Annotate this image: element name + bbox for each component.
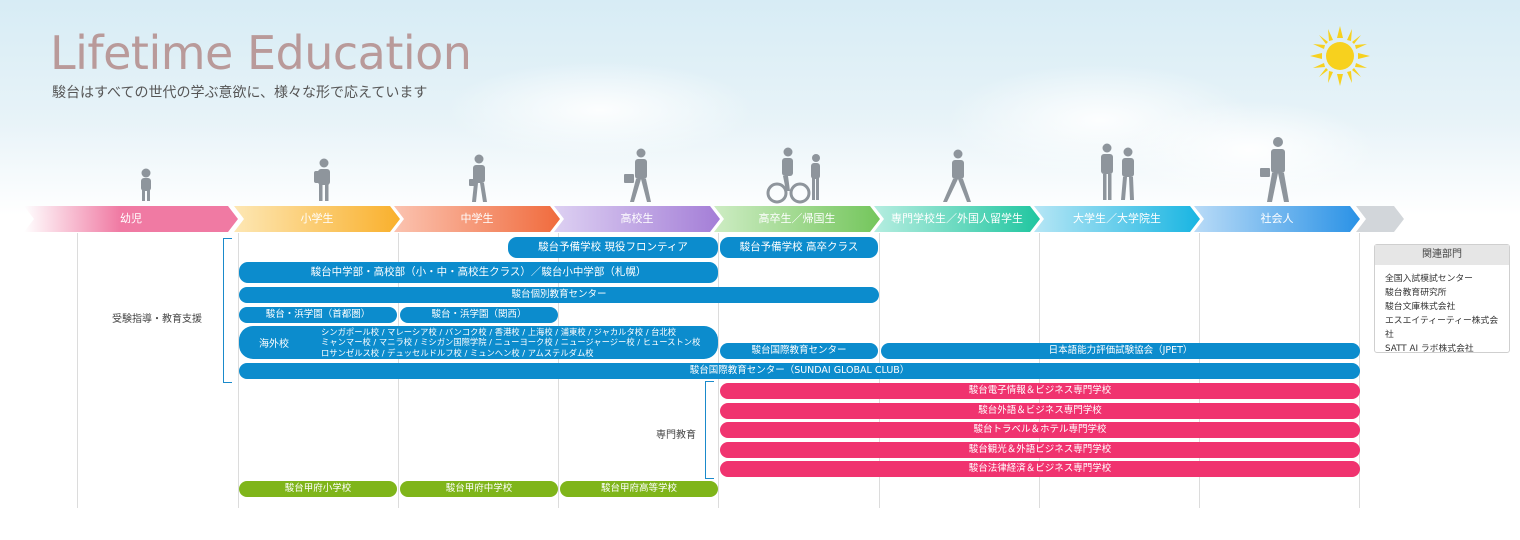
bar-vocational-2[interactable]: 駿台外語＆ビジネス専門学校 <box>720 403 1360 419</box>
high-school-silhouette <box>624 148 651 202</box>
category-vocational: 専門教育 <box>656 430 696 441</box>
stage-end-arrow <box>1356 206 1404 232</box>
page-title: Lifetime Education <box>50 26 472 80</box>
child-silhouette <box>314 158 330 201</box>
bar-vocational-5[interactable]: 駿台法律経済＆ビジネス専門学校 <box>720 461 1360 477</box>
walker-silhouette <box>943 149 971 202</box>
bar-graduate-class[interactable]: 駿台予備学校 高卒クラス <box>720 237 878 258</box>
stage-junior-high: 中学生 <box>394 206 560 232</box>
bar-hamagaku-shutoken[interactable]: 駿台・浜学園（首都圏） <box>239 307 397 323</box>
bar-junior-senior[interactable]: 駿台中学部・高校部（小・中・高校生クラス）／駿台小中学部（札幌） <box>239 262 718 283</box>
related-item[interactable]: 全国入試模試センター <box>1385 274 1473 284</box>
bar-vocational-3[interactable]: 駿台トラベル＆ホテル専門学校 <box>720 422 1360 438</box>
vocational-bracket <box>705 381 714 479</box>
students-silhouette <box>1101 143 1134 200</box>
stage-high-school: 高校生 <box>554 206 720 232</box>
related-item[interactable]: 駿台文庫株式会社 <box>1385 302 1456 312</box>
overseas-list: シンガポール校 / マレーシア校 / バンコク校 / 香港校 / 上海校 / 浦… <box>321 326 701 358</box>
stage-graduate: 高卒生／帰国生 <box>714 206 880 232</box>
sky-background <box>0 0 1520 215</box>
businessman-silhouette <box>1260 137 1289 202</box>
bar-individual[interactable]: 駿台個別教育センター <box>239 287 879 303</box>
sun-icon <box>1310 26 1370 86</box>
stage-elementary: 小学生 <box>234 206 400 232</box>
bar-global-club[interactable]: 駿台国際教育センター（SUNDAI GLOBAL CLUB） <box>239 363 1360 379</box>
overseas-label: 海外校 <box>259 339 289 350</box>
grid-line <box>238 233 239 508</box>
stage-preschool: 幼児 <box>24 206 238 232</box>
bar-intl-center[interactable]: 駿台国際教育センター <box>720 343 878 359</box>
grid-line <box>77 233 78 508</box>
junior-high-silhouette <box>469 154 487 202</box>
stage-university: 大学生／大学院生 <box>1034 206 1200 232</box>
cyclist-silhouette <box>766 147 820 204</box>
bar-jpet[interactable]: 日本語能力評価試験協会（JPET） <box>881 343 1360 359</box>
page-subtitle: 駿台はすべての世代の学ぶ意欲に、様々な形で応えています <box>52 85 428 101</box>
exam-bracket <box>223 238 232 383</box>
bar-kofu-high[interactable]: 駿台甲府高等学校 <box>560 481 718 497</box>
related-item[interactable]: SATT AI ラボ株式会社 <box>1385 344 1474 354</box>
related-item[interactable]: 駿台教育研究所 <box>1385 288 1447 298</box>
bar-frontier[interactable]: 駿台予備学校 現役フロンティア <box>508 237 718 258</box>
bar-kofu-junior[interactable]: 駿台甲府中学校 <box>400 481 558 497</box>
toddler-silhouette <box>141 168 151 201</box>
related-list: 全国入試模試センター 駿台教育研究所 駿台文庫株式会社 エスエイティーティー株式… <box>1375 265 1509 363</box>
bar-overseas[interactable]: 海外校 シンガポール校 / マレーシア校 / バンコク校 / 香港校 / 上海校… <box>239 326 718 359</box>
bar-hamagaku-kansai[interactable]: 駿台・浜学園（関西） <box>400 307 558 323</box>
stage-working-adult: 社会人 <box>1194 206 1360 232</box>
related-item[interactable]: エスエイティーティー株式会社 <box>1385 316 1499 340</box>
related-departments-panel: 関連部門 全国入試模試センター 駿台教育研究所 駿台文庫株式会社 エスエイティー… <box>1374 244 1510 354</box>
bar-vocational-1[interactable]: 駿台電子情報＆ビジネス専門学校 <box>720 383 1360 399</box>
related-heading: 関連部門 <box>1375 245 1509 265</box>
bar-kofu-elementary[interactable]: 駿台甲府小学校 <box>239 481 397 497</box>
category-exam-support: 受験指導・教育支援 <box>112 314 202 325</box>
stage-vocational: 専門学校生／外国人留学生 <box>874 206 1040 232</box>
bar-vocational-4[interactable]: 駿台観光＆外語ビジネス専門学校 <box>720 442 1360 458</box>
